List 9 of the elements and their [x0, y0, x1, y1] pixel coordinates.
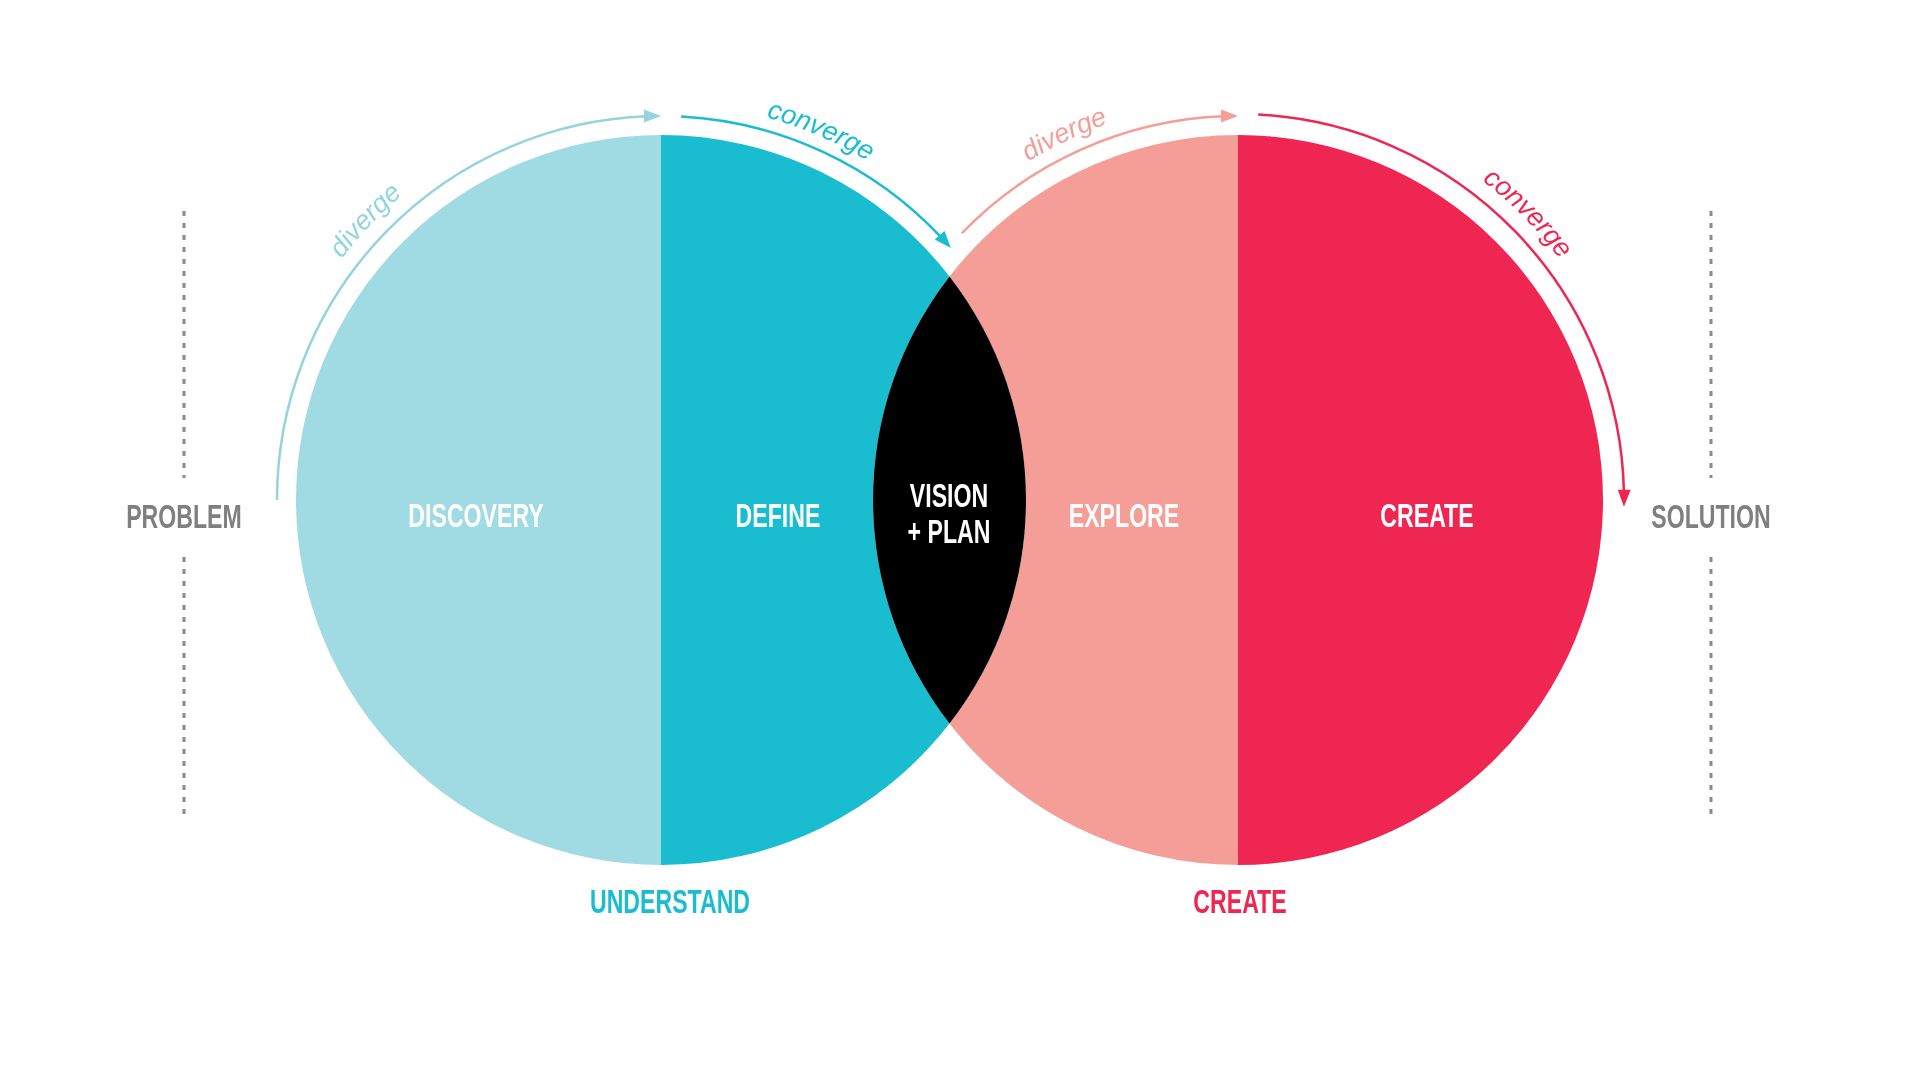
phase-label: VISION + PLAN: [906, 478, 992, 550]
phase-label: DEFINE: [735, 498, 821, 534]
phase-group-label: CREATE: [1193, 884, 1287, 920]
endpoint-label: PROBLEM: [126, 499, 242, 535]
phase-label: EXPLORE: [1068, 498, 1180, 534]
phase-group-label: UNDERSTAND: [589, 884, 751, 920]
endpoint-label: SOLUTION: [1651, 499, 1771, 535]
phase-label: DISCOVERY: [408, 498, 544, 534]
phase-label: CREATE: [1380, 498, 1474, 534]
